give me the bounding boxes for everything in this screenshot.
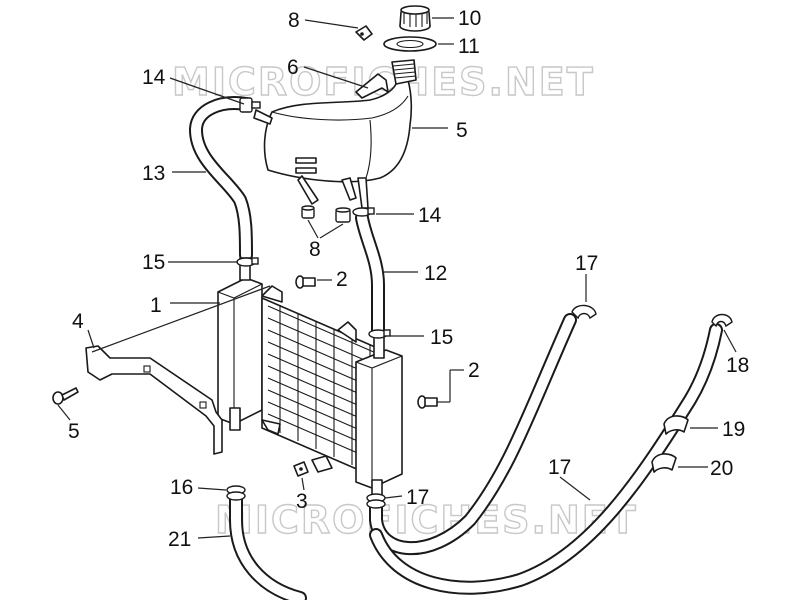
callouts: 8 10 11 6 14 5 13 14 8 15 2 12 1 15 4 2 … — [68, 7, 749, 551]
clamp-15-left — [236, 257, 259, 267]
callout-9: 8 — [309, 238, 321, 261]
callout-8: 8 — [288, 9, 300, 32]
clamp-14-top — [239, 97, 261, 113]
radiator — [217, 257, 403, 501]
callout-11: 11 — [458, 35, 480, 58]
callout-10: 10 — [458, 7, 481, 30]
filler-cap — [399, 5, 431, 32]
callout-6: 5 — [456, 119, 468, 142]
hose-16 — [369, 323, 723, 595]
leader-lines — [57, 17, 737, 539]
hose-13 — [189, 96, 253, 262]
callout-20: 20 — [710, 457, 733, 480]
watermark-bottom: MICROFICHES.NET — [215, 498, 638, 542]
clamp-14-mid — [352, 207, 375, 217]
clamp-9-b — [335, 207, 351, 223]
clip-8 — [355, 25, 373, 41]
callout-14-mid: 14 — [418, 204, 442, 227]
callout-2-right: 2 — [468, 359, 480, 382]
callout-4: 4 — [72, 310, 84, 333]
hose-12 — [355, 211, 385, 337]
callout-5: 5 — [68, 420, 80, 443]
callout-15-right: 15 — [430, 326, 453, 349]
callout-17-right: 17 — [406, 486, 429, 509]
clamp-9-a — [301, 205, 315, 219]
radiator-bracket-4 — [85, 345, 223, 455]
clamp-17-right — [366, 493, 386, 509]
clip-3 — [293, 461, 309, 477]
callout-16: 17 — [548, 456, 571, 479]
callout-1: 1 — [150, 294, 162, 317]
clamp-18 — [711, 313, 733, 328]
expansion-tank — [253, 59, 417, 209]
hose-clip-20 — [651, 453, 677, 473]
bolt-2-top — [295, 275, 316, 289]
callout-15-left: 15 — [142, 251, 165, 274]
tank-bracket-7 — [355, 73, 389, 99]
callout-3: 3 — [296, 490, 308, 513]
callout-2-top: 2 — [336, 268, 348, 291]
callout-21: 21 — [168, 528, 191, 551]
clamp-17-top — [571, 304, 597, 320]
hose-long-17 — [369, 313, 577, 556]
callout-7: 6 — [287, 56, 299, 79]
callout-17-top: 17 — [575, 252, 598, 275]
callout-19: 19 — [722, 418, 745, 441]
callout-17-left: 16 — [170, 476, 193, 499]
callout-14-top: 14 — [142, 66, 166, 89]
callout-18: 18 — [726, 354, 749, 377]
bolt-2-right — [417, 395, 438, 409]
hose-clip-19 — [663, 415, 689, 435]
callout-12: 12 — [424, 262, 447, 285]
clamp-17-left — [226, 485, 246, 501]
callout-13: 13 — [142, 162, 165, 185]
clamp-15-right — [368, 329, 391, 339]
cap-gasket — [383, 36, 437, 52]
screw-5 — [52, 387, 79, 405]
hose-21 — [229, 488, 307, 600]
